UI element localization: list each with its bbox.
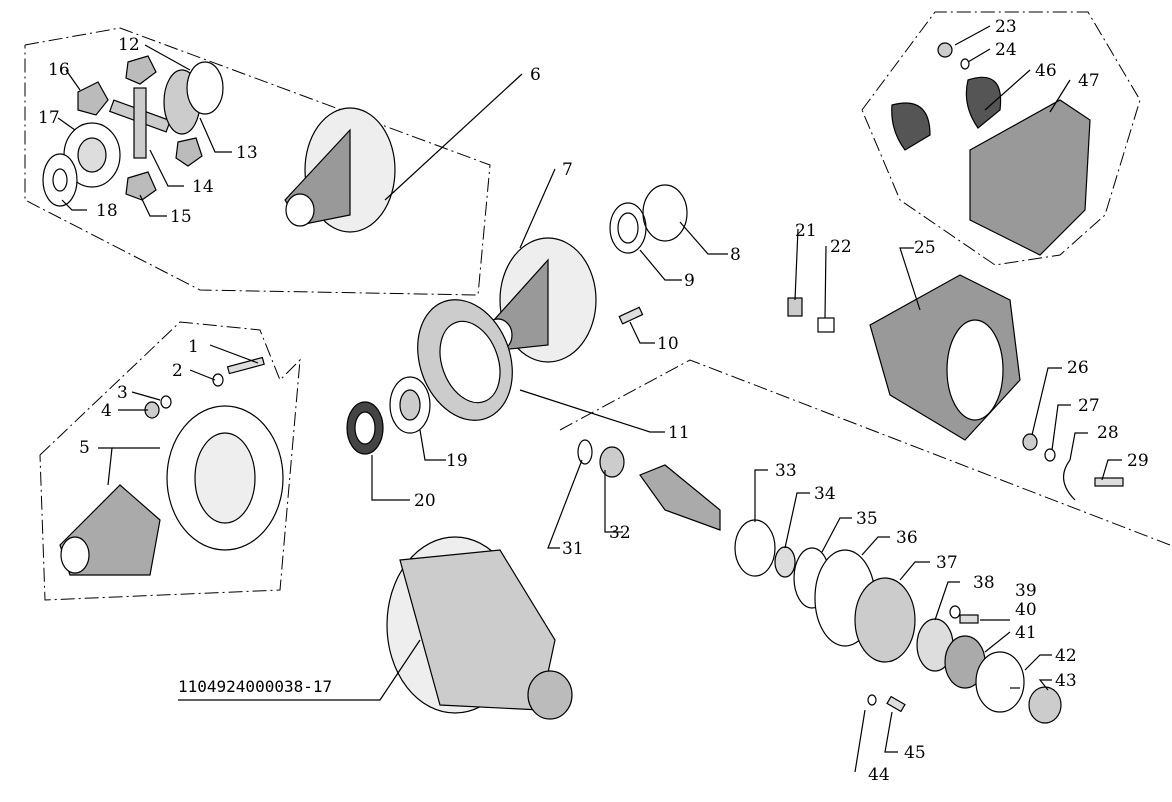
callout-25: 25 (914, 238, 936, 258)
side-gear-17 (63, 122, 121, 188)
callout-4: 4 (101, 401, 112, 421)
bolt-10 (618, 306, 644, 325)
bearing-32 (599, 446, 625, 478)
callout-42: 42 (1055, 646, 1077, 666)
callout-17: 17 (38, 108, 60, 128)
callout-12: 12 (118, 35, 140, 55)
washer-27 (1044, 448, 1056, 462)
bearing-housing-37 (854, 577, 916, 663)
callout-8: 8 (730, 245, 741, 265)
group-outline-case-half (39, 321, 301, 601)
bolt-23 (937, 42, 953, 58)
callout-11: 11 (668, 423, 690, 443)
group-outline-carrier-cover (861, 11, 1141, 266)
planet-gear-12 (125, 55, 157, 85)
planet-gear-small (175, 137, 203, 167)
callout-2: 2 (172, 361, 183, 381)
callout-1: 1 (188, 337, 199, 357)
spacer-34 (774, 546, 796, 578)
callout-27: 27 (1078, 396, 1100, 416)
callout-15: 15 (170, 207, 192, 227)
callout-46: 46 (1035, 61, 1057, 81)
bearing-9 (609, 202, 647, 254)
callout-labels: 1 2 3 4 5 6 7 8 9 10 11 12 13 14 15 16 1… (38, 17, 1149, 785)
adjusting-ring-20 (346, 401, 384, 455)
stud-29 (1094, 477, 1124, 487)
callout-43: 43 (1055, 671, 1077, 691)
callout-9: 9 (684, 271, 695, 291)
callout-16: 16 (48, 60, 70, 80)
breather-21 (787, 297, 803, 317)
lock-28 (1063, 459, 1076, 501)
callout-32: 32 (609, 523, 631, 543)
callout-23: 23 (995, 17, 1017, 37)
callout-29: 29 (1127, 451, 1149, 471)
callout-13: 13 (236, 143, 258, 163)
nut-43 (1028, 686, 1062, 724)
callout-26: 26 (1067, 358, 1089, 378)
washer-3 (160, 395, 172, 409)
callout-44: 44 (868, 765, 890, 785)
callout-3: 3 (117, 383, 128, 403)
group-outline-differential-gears (24, 27, 491, 296)
flange-42 (975, 651, 1025, 713)
callout-37: 37 (936, 553, 958, 573)
callout-33: 33 (775, 461, 797, 481)
callout-24: 24 (995, 40, 1017, 60)
bearing-33 (734, 519, 776, 577)
cross-shaft-14 (108, 87, 172, 159)
snap-ring-31 (577, 439, 593, 465)
callout-20: 20 (414, 491, 436, 511)
group-outline-pinion (559, 359, 1171, 546)
callout-36: 36 (896, 528, 918, 548)
callout-28: 28 (1097, 423, 1119, 443)
callout-38: 38 (973, 573, 995, 593)
bearing-19 (389, 376, 431, 434)
thrust-washer-18 (42, 153, 78, 207)
carrier-housing-25 (869, 274, 1021, 441)
callout-39: 39 (1015, 581, 1037, 601)
assembly-part-number: 1104924000038-17 (178, 677, 332, 696)
callout-31: 31 (562, 539, 584, 559)
callout-40: 40 (1015, 600, 1037, 620)
bolt-45 (886, 695, 906, 713)
washer-2 (212, 373, 224, 387)
callout-35: 35 (856, 509, 878, 529)
bearing-cap-46-left (891, 102, 931, 151)
bolt-1 (226, 356, 265, 375)
callout-6: 6 (530, 65, 541, 85)
nut-26 (1022, 433, 1038, 451)
washer-44 (867, 694, 877, 706)
callout-45: 45 (904, 743, 926, 763)
callout-19: 19 (446, 451, 468, 471)
callout-47: 47 (1078, 71, 1100, 91)
callout-21: 21 (795, 221, 817, 241)
bearing-cap-46-right (965, 76, 1002, 129)
crown-wheel-11 (417, 299, 513, 421)
callout-34: 34 (814, 484, 836, 504)
callout-7: 7 (562, 160, 573, 180)
differential-case-6 (284, 107, 396, 233)
bolt-40 (959, 614, 979, 624)
washer-24 (960, 58, 970, 70)
planet-gear-16 (77, 81, 109, 116)
callout-41: 41 (1015, 623, 1037, 643)
drive-pinion (639, 464, 721, 531)
side-gear-13 (163, 61, 224, 135)
planet-gear-15 (125, 171, 157, 201)
callout-18: 18 (96, 201, 118, 221)
differential-case-5 (59, 405, 284, 576)
callout-5: 5 (79, 438, 90, 458)
callout-22: 22 (830, 237, 852, 257)
carrier-assembly-complete (386, 536, 573, 720)
callout-14: 14 (192, 177, 214, 197)
adjusting-ring-8 (642, 184, 688, 242)
lock-plate-22 (817, 317, 835, 333)
washer-39 (949, 605, 961, 619)
leader-lines (57, 25, 1122, 773)
carrier-cover-47 (969, 99, 1091, 256)
callout-10: 10 (657, 334, 679, 354)
